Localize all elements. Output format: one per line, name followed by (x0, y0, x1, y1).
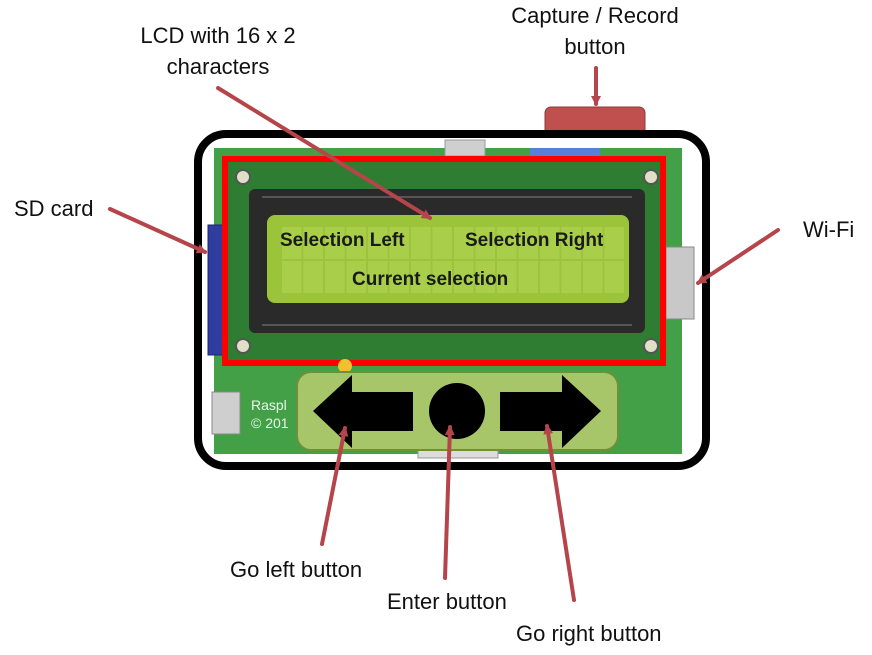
label-sd-card: SD card (14, 196, 94, 221)
board-component (211, 391, 241, 435)
label-capture: Capture / Record button (490, 0, 700, 62)
go-right-button[interactable] (500, 375, 601, 448)
label-enter: Enter button (387, 589, 507, 614)
lcd-cell (497, 261, 517, 293)
label-go-left: Go left button (230, 557, 363, 582)
go-right-arrow (543, 424, 576, 602)
lcd-cell (518, 227, 538, 259)
enter-arrow (443, 425, 455, 580)
mount-hole (643, 338, 659, 354)
lcd-cell (540, 261, 560, 293)
lcd-cell (368, 227, 388, 259)
lcd-cell (303, 227, 323, 259)
lcd-cell (475, 227, 495, 259)
lcd-cell (518, 261, 538, 293)
callout-arrows (108, 66, 780, 602)
lcd-cell (540, 227, 560, 259)
label-lcd-line-2: characters (166, 54, 270, 79)
label-go-right: Go right button (516, 621, 662, 646)
lcd-character-grid (282, 227, 624, 293)
mount-hole (235, 169, 251, 185)
lcd-cell (475, 261, 495, 293)
lcd-cell (411, 227, 431, 259)
lcd-cell (432, 261, 452, 293)
lcd-cell (561, 261, 581, 293)
lcd-cell (282, 261, 302, 293)
lcd-cell (346, 261, 366, 293)
lcd-cell (411, 261, 431, 293)
lcd-cell (561, 227, 581, 259)
wifi-dongle[interactable] (665, 246, 695, 320)
lcd-cell (583, 261, 603, 293)
label-wifi: Wi-Fi (803, 217, 855, 242)
board-component (338, 359, 352, 373)
lcd-highlight-frame (222, 156, 666, 366)
usb-connector (444, 139, 486, 157)
label-capture-line-2: button (564, 34, 626, 59)
lcd-cell (454, 261, 474, 293)
silkscreen-line-2: © 201 (251, 415, 289, 431)
lcd-cell (454, 227, 474, 259)
lcd-cell (282, 227, 302, 259)
lcd-cell (497, 227, 517, 259)
lcd-text-right: Selection Right (465, 230, 604, 251)
enter-button[interactable] (429, 383, 485, 439)
lcd-cell (604, 227, 624, 259)
lcd-cell (346, 227, 366, 259)
go-left-button[interactable] (313, 375, 413, 448)
lcd-cell (389, 261, 409, 293)
lcd-cell (325, 261, 345, 293)
silkscreen-line-1: Raspl (251, 397, 287, 413)
lcd-cell (604, 261, 624, 293)
label-lcd-line-1: LCD with 16 x 2 (140, 23, 296, 48)
lcd-cell (583, 227, 603, 259)
board-silkscreen: Raspl © 201 (251, 396, 289, 432)
lcd-cell (432, 227, 452, 259)
label-capture-line-1: Capture / Record (511, 3, 679, 28)
wifi-arrow (696, 228, 780, 285)
lcd-cell (303, 261, 323, 293)
lcd-cell (389, 227, 409, 259)
label-lcd: LCD with 16 x 2 characters (118, 20, 318, 82)
lcd-cell (325, 227, 345, 259)
lcd-text-center: Current selection (352, 269, 509, 290)
sd-card-arrow (108, 207, 207, 254)
lcd-arrow (216, 86, 432, 220)
mount-hole (235, 338, 251, 354)
lcd-text-left: Selection Left (280, 230, 405, 251)
go-left-arrow (320, 426, 349, 546)
mount-hole (643, 169, 659, 185)
lcd-cell (368, 261, 388, 293)
